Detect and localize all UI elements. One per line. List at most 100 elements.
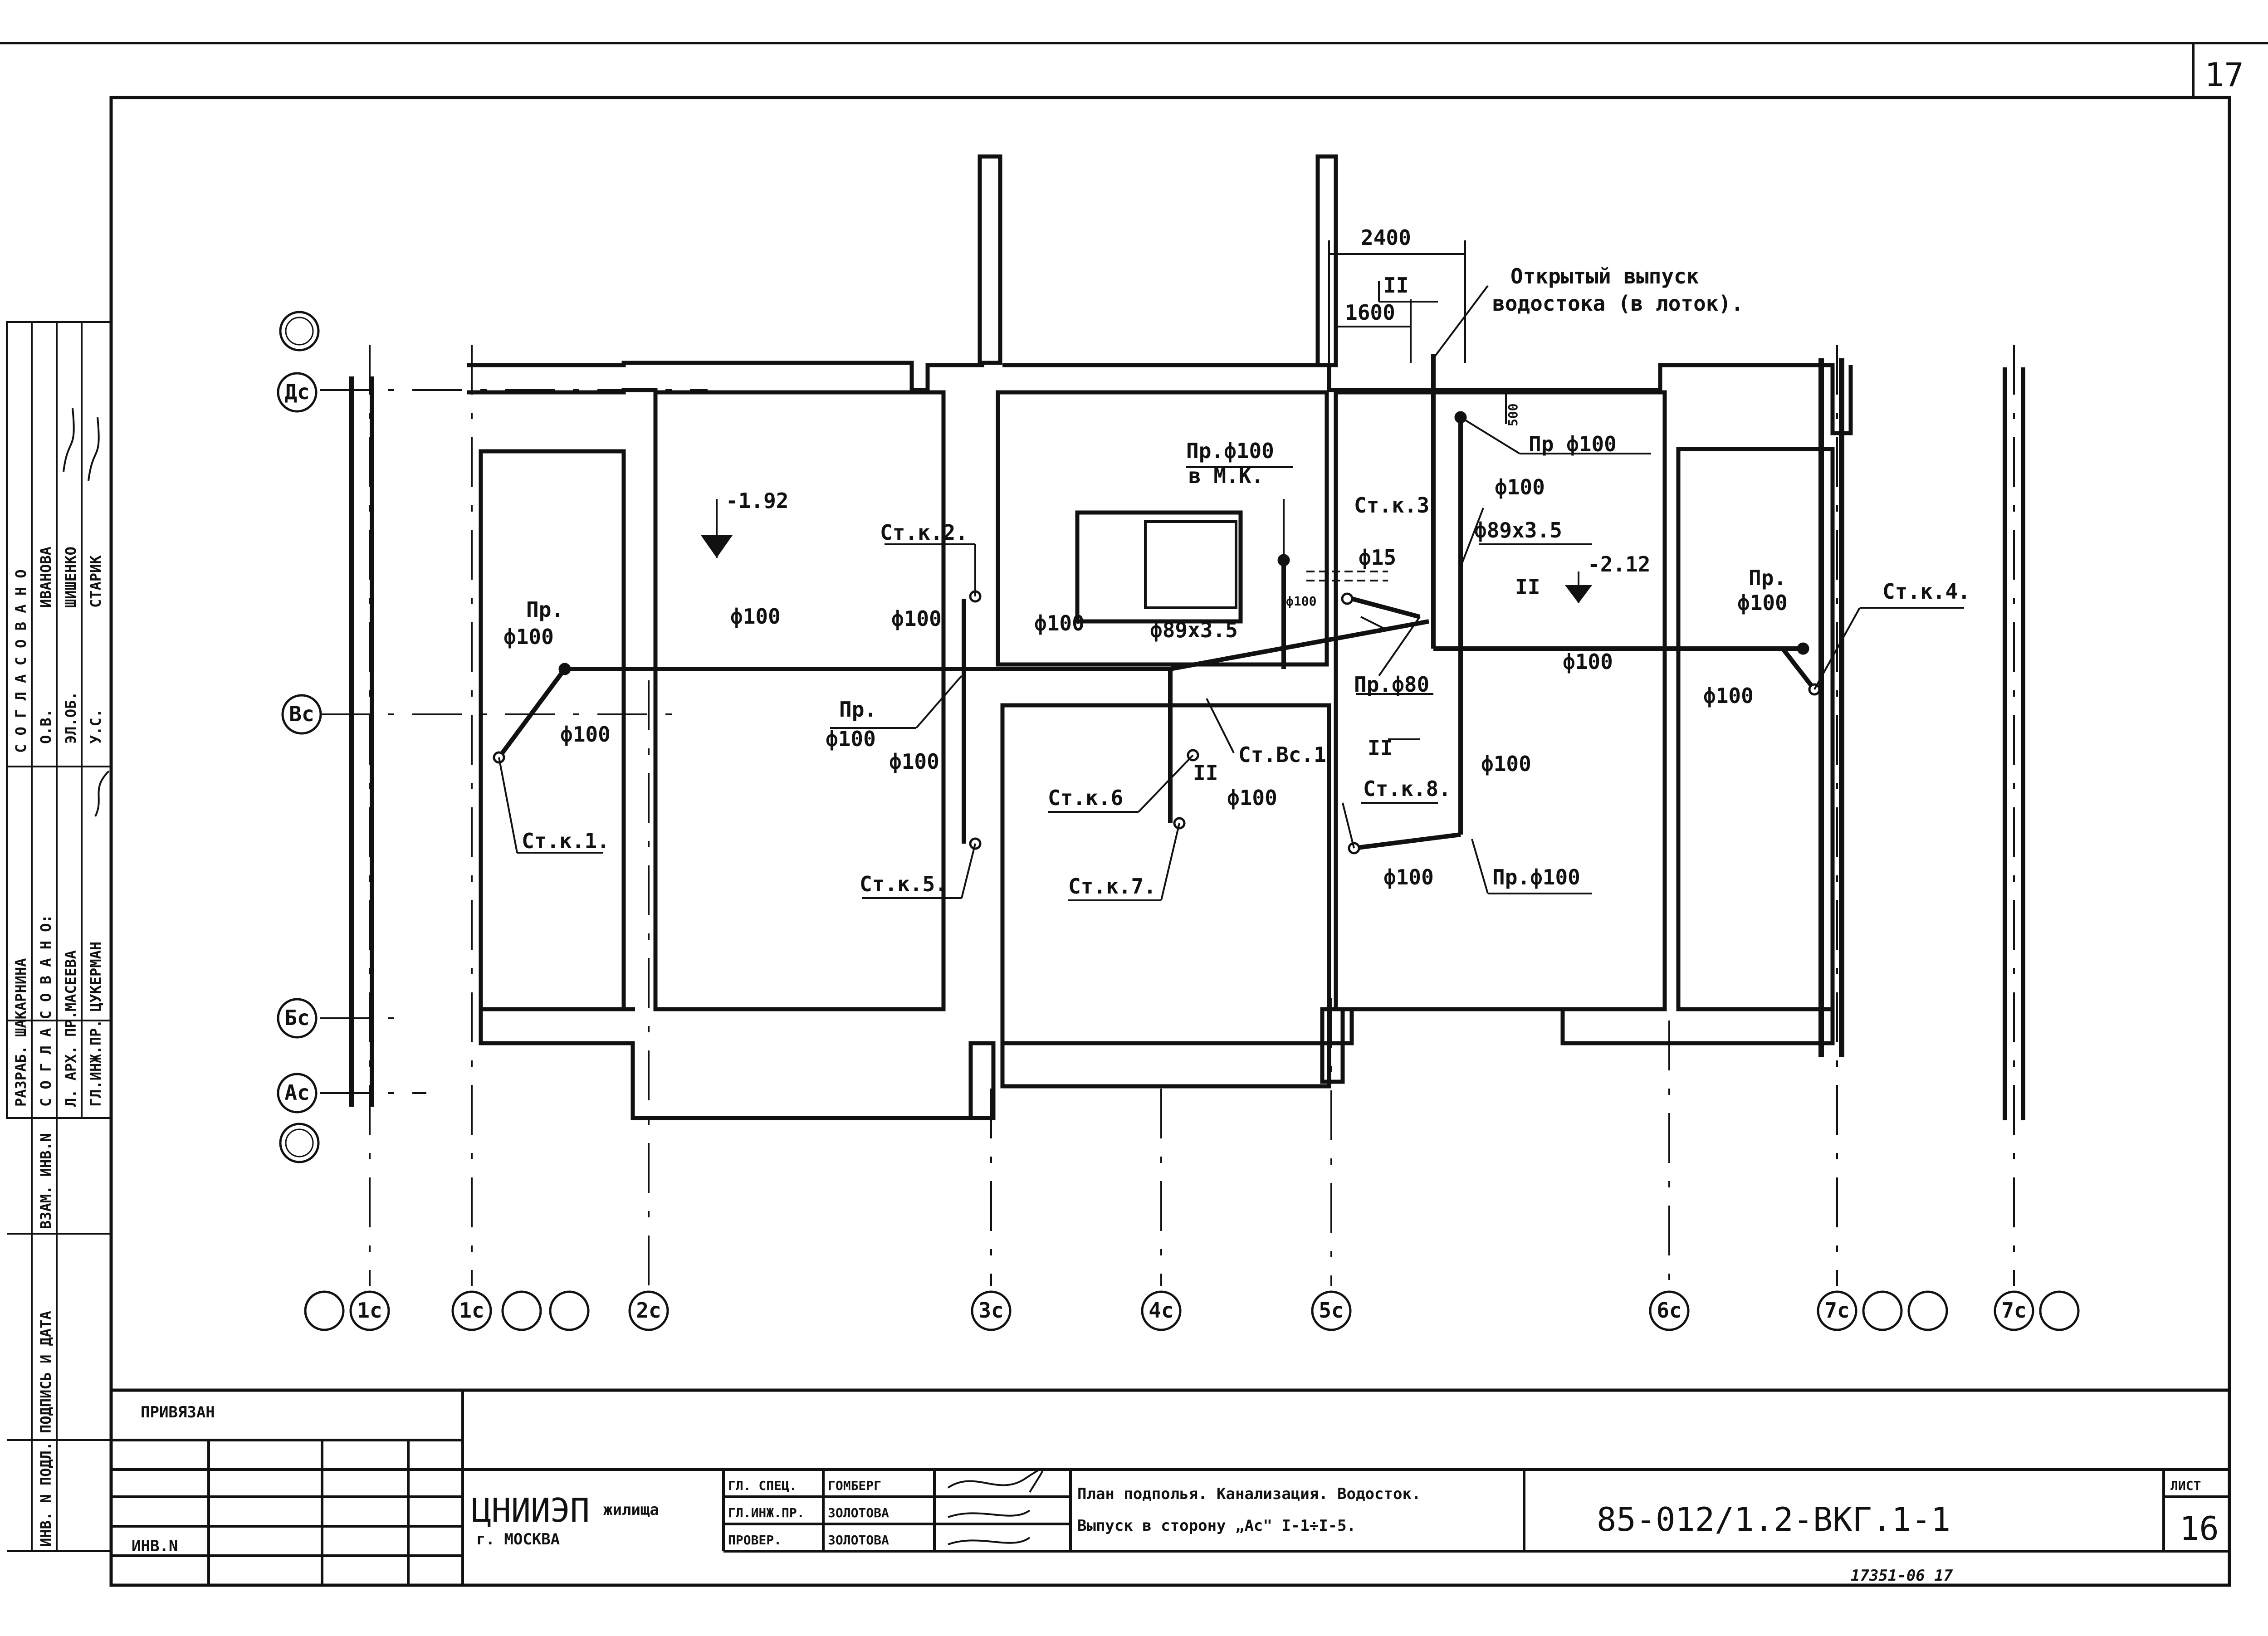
pipe-15: ф15 <box>1359 545 1396 570</box>
pipe-left-1: ф100 <box>503 625 554 649</box>
stamp-role-1: О.В. <box>37 709 54 744</box>
axis-row-Dc: Дс <box>277 372 318 413</box>
stamp-role-3: У.С. <box>87 709 104 744</box>
title-line-1: План подполья. Канализация. Водосток. <box>1077 1485 1421 1503</box>
stamp-agreed-top: С О Г Л А С О В А Н О <box>12 569 29 753</box>
stamp-name-4: МАСЕЕВА <box>62 950 79 1011</box>
axis-col-3c: 3с <box>971 1290 1012 1331</box>
pipe-10: ф100 <box>1703 684 1754 708</box>
axis-col-1c-b: 1с <box>451 1290 492 1331</box>
title-block <box>109 1388 2231 1587</box>
dimensions <box>716 240 1579 740</box>
riser-k3: Ст.к.3 <box>1354 493 1429 518</box>
axis-lines <box>320 345 2015 1286</box>
riser-k1: Ст.к.1. <box>522 829 610 853</box>
svg-text:7с: 7с <box>2001 1298 2026 1323</box>
sig-name-1: ГОМБЕРГ <box>828 1478 881 1493</box>
pr-100-mk-1: Пр.ф100 <box>1186 439 1274 463</box>
svg-text:4с: 4с <box>1149 1298 1173 1323</box>
pipe-89-1: ф89х3.5 <box>1150 618 1238 642</box>
stamp-name-3: СТАРИК <box>87 555 104 608</box>
pipe-8: ф100 <box>1563 650 1613 674</box>
left-stamp-text: С О Г Л А С О В А Н О О.В. ИВАНОВА ЭЛ.ОБ… <box>12 547 104 1547</box>
riser-vc1: Ст.Вс.1 <box>1238 742 1326 767</box>
svg-text:3с: 3с <box>978 1298 1003 1323</box>
stamp-inv-col-1: ВЗАМ. ИНВ.N <box>37 1133 54 1229</box>
row-axes: Дс Вс Бс Ас <box>277 311 322 1163</box>
sig-name-3: ЗОЛОТОВА <box>828 1533 889 1548</box>
svg-text:Ас: Ас <box>284 1080 309 1105</box>
dim-2400: 2400 <box>1361 225 1411 250</box>
dim-1600: 1600 <box>1345 300 1395 325</box>
axis-col-2c: 2с <box>628 1290 669 1331</box>
pipe-13: ф100 <box>1383 865 1434 889</box>
organization-suffix: жилища <box>603 1501 659 1519</box>
axis-col-5c: 5с <box>1311 1290 1352 1331</box>
pr-100-bottom: Пр.ф100 <box>1492 865 1580 889</box>
stamp-name-1: ИВАНОВА <box>37 547 54 608</box>
pipe-9: ф100 <box>1737 591 1788 615</box>
axis-col-4c: 4с <box>1141 1290 1182 1331</box>
inv-label: ИНВ.N <box>132 1537 178 1555</box>
stamp-role-5: ГЛ.ИНЖ.ПР. <box>87 1019 104 1107</box>
sheet-label: ЛИСТ <box>2170 1478 2201 1493</box>
pipes <box>497 354 1816 850</box>
city: г. МОСКВА <box>476 1530 560 1548</box>
pipe-6: ф100 <box>889 749 939 774</box>
svg-text:1с: 1с <box>357 1298 382 1323</box>
pr-100-mk-2: в М.К. <box>1188 464 1264 488</box>
open-outlet-line-1: Открытый выпуск <box>1510 264 1699 288</box>
pipe-1: ф100 <box>730 604 781 629</box>
column-axes: 1с 1с 2с 3с 4с 5с 6с 7с 7с <box>304 1290 2080 1331</box>
svg-text:1с: 1с <box>459 1298 484 1323</box>
axis-col-7c-a: 7с <box>1817 1290 1857 1331</box>
pr-100-top: Пр ф100 <box>1529 432 1617 456</box>
left-stamp <box>6 321 112 1552</box>
riser-k2: Ст.к.2. <box>880 520 968 545</box>
section-mark-3: II <box>1193 761 1218 785</box>
walls <box>349 154 2025 1120</box>
pipe-4: ф100 <box>1034 611 1085 635</box>
section-mark-top: II <box>1383 273 1408 298</box>
title-block-text: ПРИВЯЗАН ИНВ.N ЦНИИЭП жилища г. МОСКВА Г… <box>132 1403 2219 1585</box>
stamp-name-5: ЦУКЕРМАН <box>87 942 104 1011</box>
organization: ЦНИИЭП <box>472 1491 590 1529</box>
pipe-7: ф100 <box>1495 475 1545 499</box>
page-number: 17 <box>2204 56 2244 94</box>
sig-role-3: ПРОВЕР. <box>728 1533 782 1548</box>
stamp-role-2: ЭЛ.ОБ. <box>62 691 79 744</box>
axis-col-7c-b: 7с <box>1994 1290 2034 1331</box>
sig-name-2: ЗОЛОТОВА <box>828 1505 889 1520</box>
axis-col-empty <box>304 1290 2080 1331</box>
axis-col-1c-a: 1с <box>349 1290 390 1331</box>
signature-scribbles <box>63 408 1044 1545</box>
axis-row-Bc: Бс <box>277 998 318 1039</box>
pipe-12: ф100 <box>1481 752 1531 776</box>
svg-text:6с: 6с <box>1657 1298 1681 1323</box>
riser-k7: Ст.к.7. <box>1068 874 1156 899</box>
svg-text:2с: 2с <box>636 1298 661 1323</box>
svg-text:Дс: Дс <box>284 380 309 404</box>
archive-number: 17351-06 17 <box>1851 1567 1953 1585</box>
title-line-2: Выпуск в сторону „Ас" I-1÷I-5. <box>1077 1517 1356 1535</box>
drawing-code: 85-012/1.2-ВКГ.1-1 <box>1597 1500 1950 1538</box>
stamp-role-4: Л. АРХ. ПР. <box>62 1011 79 1107</box>
axis-row-empty-1 <box>279 311 320 352</box>
stamp-developer: РАЗРАБ. ШАКАРНИНА <box>12 958 29 1107</box>
svg-text:Вс: Вс <box>289 702 314 726</box>
stamp-name-2: ШИШЕНКО <box>62 547 79 608</box>
axis-row-Vc: Вс <box>281 694 322 735</box>
level-markers <box>701 535 1592 603</box>
sig-role-1: ГЛ. СПЕЦ. <box>728 1478 797 1493</box>
section-mark-2: II <box>1515 575 1540 599</box>
pipe-thin <box>1202 571 1388 706</box>
level-1: -1.92 <box>726 488 788 513</box>
riser-k8: Ст.к.8. <box>1363 776 1451 801</box>
pr-right: Пр. <box>1749 566 1786 590</box>
axis-col-6c: 6с <box>1649 1290 1690 1331</box>
stamp-inv-col-2: ПОДПИСЬ И ДАТА <box>37 1311 54 1433</box>
dim-500: 500 <box>1505 403 1520 426</box>
stamp-inv-col-3: ИНВ. N ПОДЛ. <box>37 1442 54 1547</box>
open-outlet-line-2: водостока (в лоток). <box>1492 291 1744 316</box>
